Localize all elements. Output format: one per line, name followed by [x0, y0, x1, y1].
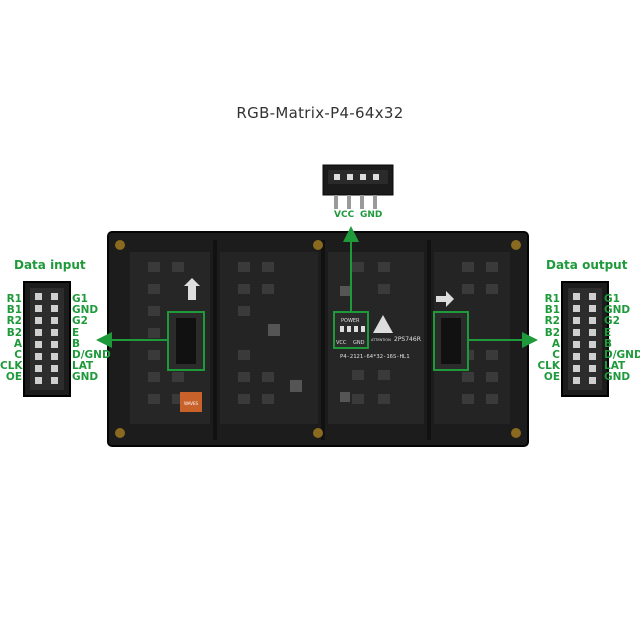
- pin-label: B1: [6, 304, 22, 317]
- pin-label: B: [604, 337, 613, 350]
- data-input-right-pins: G1 GND G2 E B D/GND LAT GND: [72, 293, 111, 384]
- input-pin-header-icon: [23, 281, 71, 397]
- attention-label: ATTENTION: [371, 338, 391, 342]
- pin-label: LAT: [604, 360, 626, 373]
- pin-label: R1: [6, 293, 22, 305]
- power-header-pin-gnd: GND: [353, 340, 365, 346]
- pin-label: A: [551, 337, 560, 350]
- attention-icon: [373, 315, 393, 333]
- pin-label: CLK: [0, 360, 23, 373]
- pin-label: D/GND: [604, 349, 640, 362]
- pin-label: R2: [6, 315, 22, 328]
- board-model-code: P4-2121-64*32-16S-HL1: [340, 354, 410, 360]
- pin-label: OE: [5, 371, 22, 384]
- pin-label: B: [72, 337, 81, 350]
- pin-label: GND: [72, 371, 99, 384]
- data-input-left-pins: R1 B1 R2 B2 A C CLK OE: [0, 293, 23, 384]
- diagram-title: RGB-Matrix-P4-64x32: [236, 104, 404, 122]
- pin-label: E: [72, 326, 80, 339]
- pin-label: GND: [72, 304, 99, 317]
- data-output-label: Data output: [546, 258, 628, 272]
- pin-label: GND: [604, 304, 631, 317]
- pin-label: B2: [544, 326, 560, 339]
- pin-label: G1: [604, 293, 620, 305]
- pin-label: R2: [544, 315, 560, 328]
- pin-label: OE: [543, 371, 560, 384]
- pin-label: C: [14, 349, 22, 362]
- data-input-label: Data input: [14, 258, 86, 272]
- input-connector-on-board: [167, 311, 205, 371]
- pin-label: B2: [6, 326, 22, 339]
- power-header-title: POWER: [341, 318, 360, 324]
- pin-label: G1: [72, 293, 88, 305]
- pin-label: G2: [72, 315, 88, 328]
- pin-label: D/GND: [72, 349, 111, 362]
- pin-label: E: [604, 326, 612, 339]
- pin-label: LAT: [72, 360, 94, 373]
- board-part-number: 2PS746R: [394, 336, 421, 343]
- output-pin-header-icon: [561, 281, 609, 397]
- pin-label: B1: [544, 304, 560, 317]
- power-connector-icon: [322, 164, 394, 209]
- pin-label: C: [552, 349, 560, 362]
- board-sticker: WAVES: [184, 401, 198, 406]
- power-label-gnd: GND: [360, 210, 383, 220]
- data-output-left-pins: R1 B1 R2 B2 A C CLK OE: [536, 293, 560, 384]
- pin-label: GND: [604, 371, 631, 384]
- power-label-vcc: VCC: [334, 210, 355, 220]
- output-connector-on-board: [433, 311, 469, 371]
- pin-label: R1: [544, 293, 560, 305]
- power-header-pin-vcc: VCC: [336, 340, 347, 346]
- pin-label: G2: [604, 315, 620, 328]
- data-output-right-pins: G1 GND G2 E B D/GND LAT GND: [604, 293, 640, 384]
- pin-label: A: [13, 337, 22, 350]
- pin-label: CLK: [537, 360, 560, 373]
